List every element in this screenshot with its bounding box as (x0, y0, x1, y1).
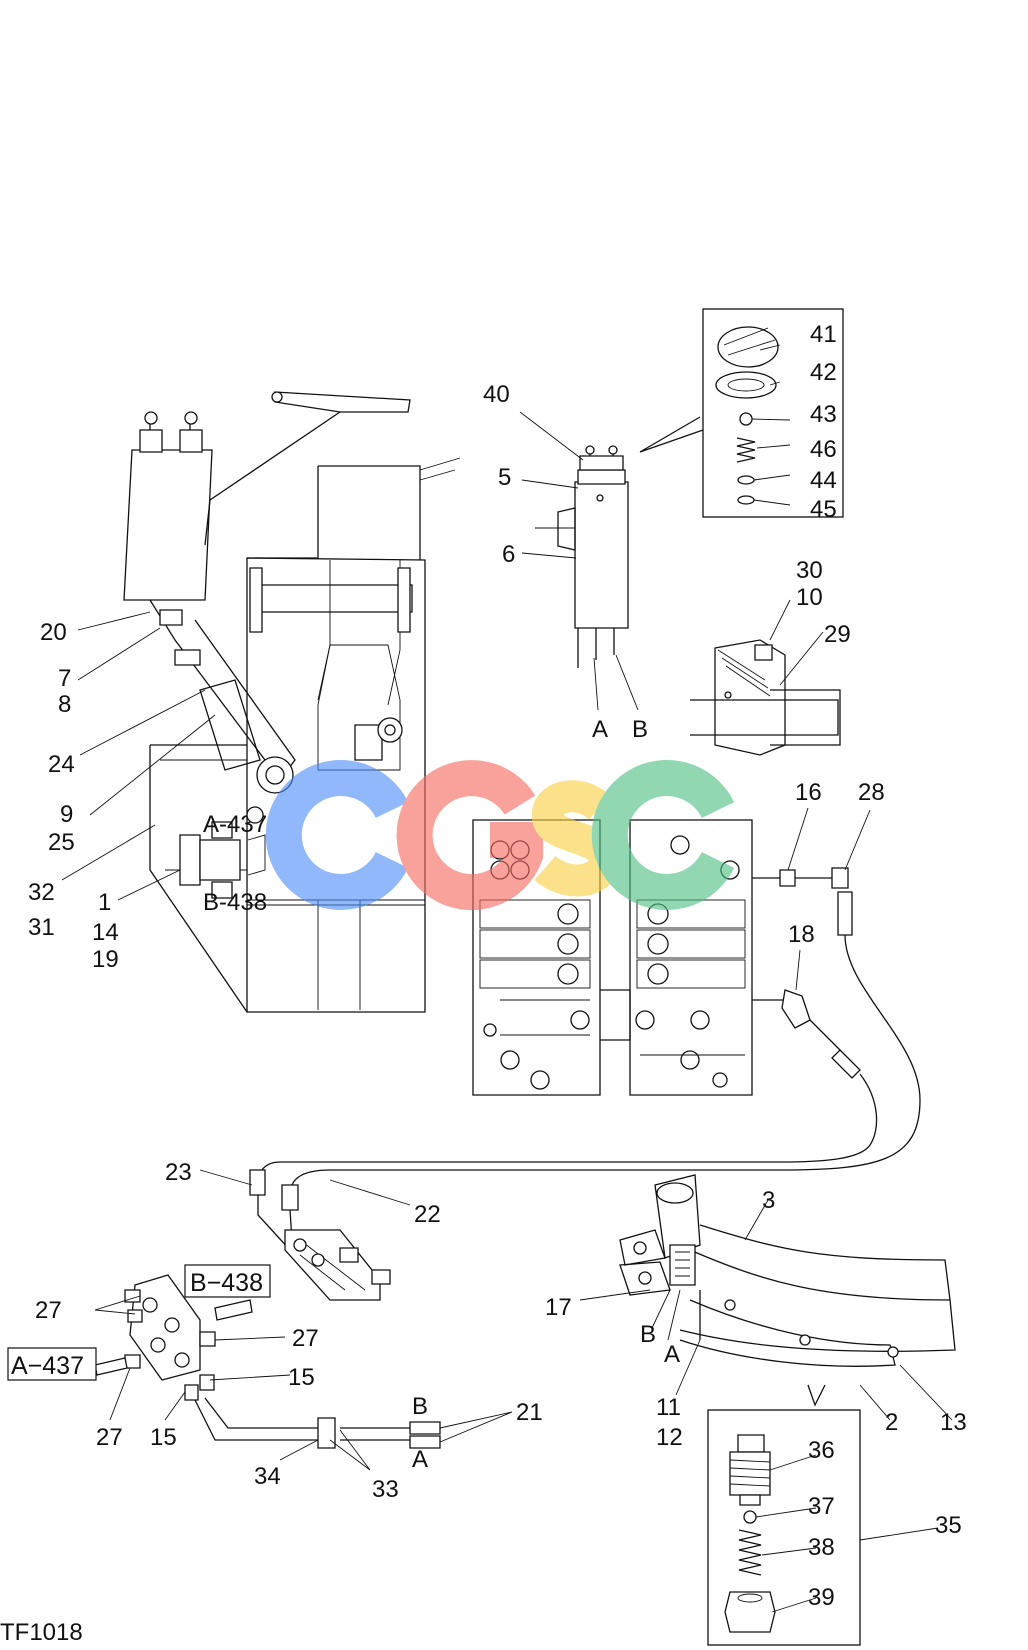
boxed-label-b438: B−438 (190, 1269, 263, 1297)
pedal-column-assembly: A-437 B-438 (123, 391, 461, 1013)
callout-13: 13 (940, 1409, 967, 1436)
callout-41: 41 (810, 321, 837, 348)
watermark-logo (265, 760, 735, 911)
bracket-label-bottom: B-438 (203, 889, 267, 916)
frame-port-b: B (640, 1321, 656, 1348)
callout-17: 17 (545, 1294, 572, 1321)
callout-46: 46 (810, 436, 837, 463)
callout-32: 32 (28, 879, 55, 906)
selector-valve (94, 1274, 441, 1449)
callout-30: 30 (796, 557, 823, 584)
tank-port-a: A (592, 716, 608, 743)
callout-19: 19 (92, 946, 119, 973)
callout-23: 23 (165, 1159, 192, 1186)
callout-31: 31 (28, 914, 55, 941)
callout-45: 45 (810, 496, 837, 523)
pipe-port-b: B (412, 1393, 428, 1420)
callout-18: 18 (788, 921, 815, 948)
callout-21: 21 (516, 1399, 543, 1426)
callout-15-a: 15 (288, 1364, 315, 1391)
callout-24: 24 (48, 751, 75, 778)
tank-assembly (535, 445, 629, 668)
callout-37: 37 (808, 1493, 835, 1520)
callout-20: 20 (40, 619, 67, 646)
callout-42: 42 (810, 359, 837, 386)
callout-35: 35 (935, 1512, 962, 1539)
callout-7: 7 (58, 665, 71, 692)
fittings-and-hoses (249, 867, 921, 1211)
callout-10: 10 (796, 584, 823, 611)
label-box-a437 (7, 1347, 97, 1381)
callout-34: 34 (254, 1463, 281, 1490)
callout-9: 9 (60, 801, 73, 828)
label-box-b438 (184, 1264, 271, 1298)
callout-39: 39 (808, 1584, 835, 1611)
callout-numbers: 20 7 8 24 9 25 32 31 1 14 19 40 5 6 A B … (7, 321, 967, 1611)
callout-6: 6 (502, 541, 515, 568)
callout-2: 2 (885, 1409, 898, 1436)
callout-5: 5 (498, 464, 511, 491)
callout-27-c: 27 (96, 1424, 123, 1451)
callout-8: 8 (58, 691, 71, 718)
callout-22: 22 (414, 1201, 441, 1228)
callout-29: 29 (824, 621, 851, 648)
callout-15-b: 15 (150, 1424, 177, 1451)
frame-port-a: A (664, 1341, 680, 1368)
callout-36: 36 (808, 1437, 835, 1464)
callout-16: 16 (795, 779, 822, 806)
callout-44: 44 (810, 467, 837, 494)
relief-valve-inset (707, 1409, 861, 1646)
leader-lines (61, 344, 953, 1613)
callout-1: 1 (98, 889, 111, 916)
callout-27-b: 27 (292, 1325, 319, 1352)
callout-25: 25 (48, 829, 75, 856)
callout-28: 28 (858, 779, 885, 806)
callout-3: 3 (762, 1187, 775, 1214)
callout-12: 12 (656, 1424, 683, 1451)
callout-40: 40 (483, 381, 510, 408)
boxed-label-a437: A−437 (11, 1352, 84, 1380)
callout-27-a: 27 (35, 1297, 62, 1324)
diagram-code: TF1018 (0, 1619, 83, 1646)
callout-14: 14 (92, 919, 119, 946)
lower-pipe-manifold (257, 1195, 391, 1301)
callout-33: 33 (372, 1476, 399, 1503)
callout-38: 38 (808, 1534, 835, 1561)
tank-port-b: B (632, 716, 648, 743)
callout-43: 43 (810, 401, 837, 428)
pipe-port-a: A (412, 1446, 428, 1473)
callout-11: 11 (656, 1394, 681, 1421)
pedal-bracket (690, 639, 841, 756)
pedal-frame (619, 1174, 956, 1407)
